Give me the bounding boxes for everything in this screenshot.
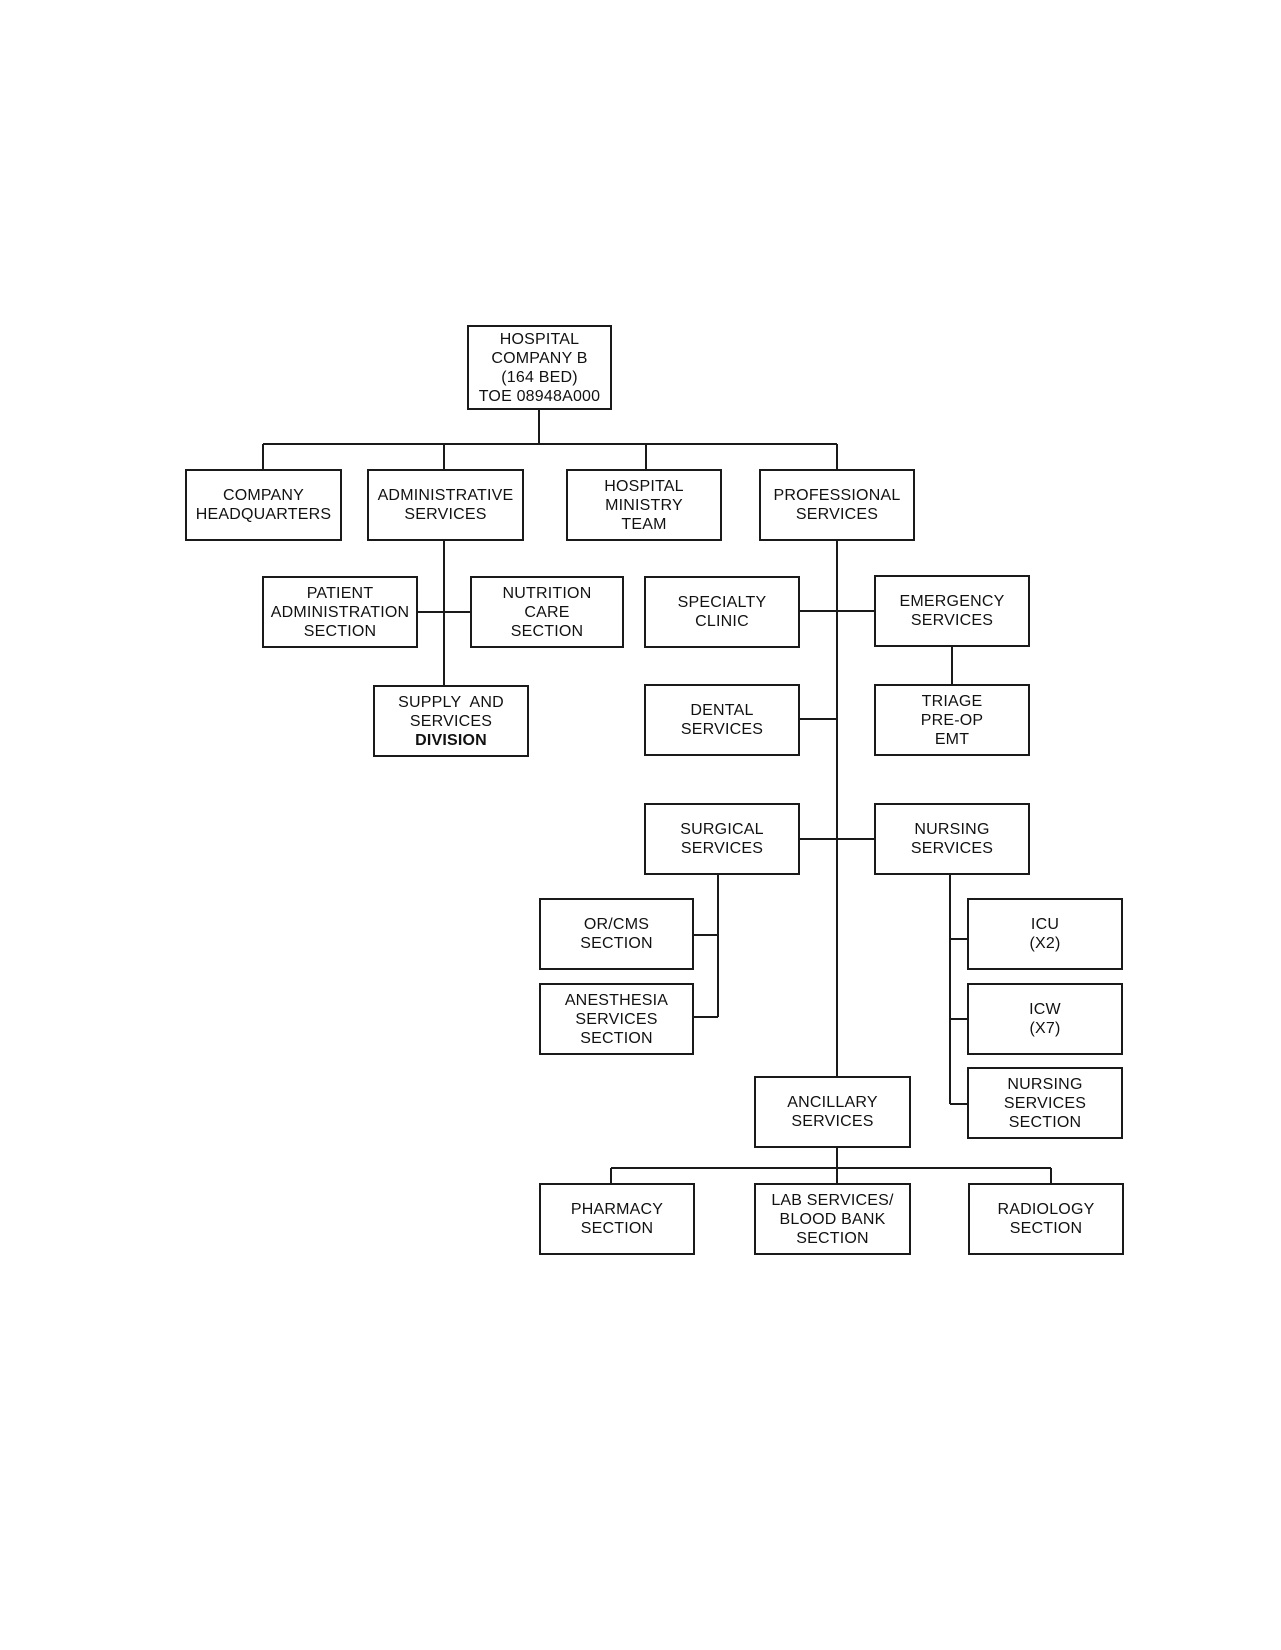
node-label-line: NUTRITION xyxy=(502,584,592,602)
node-label-line: SERVICES xyxy=(409,712,493,730)
node-label-line: EMT xyxy=(934,730,970,748)
node-specialty-clinic: SPECIALTY CLINIC xyxy=(644,576,800,648)
node-label-line: SERVICES xyxy=(680,721,764,738)
node-label-line: BLOOD BANK xyxy=(779,1210,886,1228)
node-label-line: OR/CMS xyxy=(583,916,650,933)
node-pharmacy-section: PHARMACY SECTION xyxy=(539,1183,695,1255)
node-label-line: PATIENT xyxy=(306,584,374,602)
node-anesthesia-services-section: ANESTHESIA SERVICES SECTION xyxy=(539,983,694,1055)
node-icw: ICW (X7) xyxy=(967,983,1123,1055)
node-label-line: PROFESSIONAL xyxy=(773,487,901,504)
node-label-line: SERVICES xyxy=(910,612,994,629)
node-label-line: SECTION xyxy=(580,935,653,952)
node-dental-services: DENTAL SERVICES xyxy=(644,684,800,756)
node-label-line: ICU xyxy=(1030,916,1060,933)
node-label-line: (X7) xyxy=(1029,1020,1061,1037)
node-label-line: COMPANY xyxy=(222,487,305,504)
node-label-line: PHARMACY xyxy=(570,1201,664,1218)
node-label-line: TEAM xyxy=(621,515,667,533)
node-label-line: SECTION xyxy=(796,1229,869,1247)
node-label-line: ANCILLARY xyxy=(787,1094,878,1111)
node-label-line: SERVICES xyxy=(1003,1094,1087,1112)
node-label-line: ANESTHESIA xyxy=(564,991,669,1009)
node-label-line: NURSING xyxy=(914,821,990,838)
node-label-line: SPECIALTY xyxy=(677,594,767,611)
node-label-line: SECTION xyxy=(1009,1220,1083,1237)
node-label-line: LAB SERVICES/ xyxy=(771,1191,894,1209)
node-supply-and-services-division: SUPPLY AND SERVICES DIVISION xyxy=(373,685,529,757)
node-label-line: SERVICES xyxy=(910,840,994,857)
node-label-line: SERVICES xyxy=(791,1113,874,1130)
node-nutrition-care-section: NUTRITION CARE SECTION xyxy=(470,576,624,648)
node-lab-services-blood-bank-section: LAB SERVICES/ BLOOD BANK SECTION xyxy=(754,1183,911,1255)
node-radiology-section: RADIOLOGY SECTION xyxy=(968,1183,1124,1255)
node-patient-administration-section: PATIENT ADMINISTRATION SECTION xyxy=(262,576,418,648)
node-label-line: CLINIC xyxy=(695,613,749,630)
node-label-line: CARE xyxy=(524,603,570,621)
node-label-line: SECTION xyxy=(303,622,377,640)
node-label-line: (164 BED) xyxy=(501,368,578,386)
node-label-line: EMERGENCY xyxy=(899,593,1005,610)
node-label-line: SERVICES xyxy=(680,840,764,857)
node-administrative-services: ADMINISTRATIVE SERVICES xyxy=(367,469,524,541)
node-label-line: RADIOLOGY xyxy=(997,1201,1095,1218)
node-label-line: HOSPITAL xyxy=(499,330,580,348)
node-label-line: TRIAGE xyxy=(921,692,983,710)
node-triage-preop-emt: TRIAGE PRE-OP EMT xyxy=(874,684,1030,756)
node-label-line: DIVISION xyxy=(415,731,487,749)
node-surgical-services: SURGICAL SERVICES xyxy=(644,803,800,875)
node-icu: ICU (X2) xyxy=(967,898,1123,970)
node-label-line: SUPPLY AND xyxy=(398,693,504,711)
node-label-line: ADMINISTRATIVE xyxy=(377,487,514,504)
node-label-line: TOE 08948A000 xyxy=(478,387,601,405)
node-label-line: ICW xyxy=(1029,1001,1061,1018)
node-label-line: SECTION xyxy=(580,1220,654,1237)
node-label-line: (X2) xyxy=(1029,935,1061,952)
node-label-line: SERVICES xyxy=(795,506,879,523)
node-label-line: ADMINISTRATION xyxy=(270,603,410,621)
node-label-line: SERVICES xyxy=(575,1010,658,1028)
node-label-line: SECTION xyxy=(510,622,584,640)
node-label-line: COMPANY B xyxy=(491,349,588,367)
node-label-line: HEADQUARTERS xyxy=(195,506,332,523)
node-label-line: HOSPITAL xyxy=(604,477,684,495)
node-label-line: MINISTRY xyxy=(605,496,683,514)
node-nursing-services-section: NURSING SERVICES SECTION xyxy=(967,1067,1123,1139)
node-professional-services: PROFESSIONAL SERVICES xyxy=(759,469,915,541)
node-label-line: SECTION xyxy=(580,1029,653,1047)
node-hospital-company-b: HOSPITAL COMPANY B (164 BED) TOE 08948A0… xyxy=(467,325,612,410)
node-nursing-services: NURSING SERVICES xyxy=(874,803,1030,875)
node-or-cms-section: OR/CMS SECTION xyxy=(539,898,694,970)
node-label-line: NURSING xyxy=(1007,1075,1083,1093)
node-company-headquarters: COMPANY HEADQUARTERS xyxy=(185,469,342,541)
node-label-line: SECTION xyxy=(1008,1113,1082,1131)
node-hospital-ministry-team: HOSPITAL MINISTRY TEAM xyxy=(566,469,722,541)
node-label-line: SERVICES xyxy=(404,506,487,523)
node-emergency-services: EMERGENCY SERVICES xyxy=(874,575,1030,647)
node-ancillary-services: ANCILLARY SERVICES xyxy=(754,1076,911,1148)
node-label-line: DENTAL xyxy=(690,702,754,719)
node-label-line: PRE-OP xyxy=(920,711,984,729)
node-label-line: SURGICAL xyxy=(680,821,764,838)
